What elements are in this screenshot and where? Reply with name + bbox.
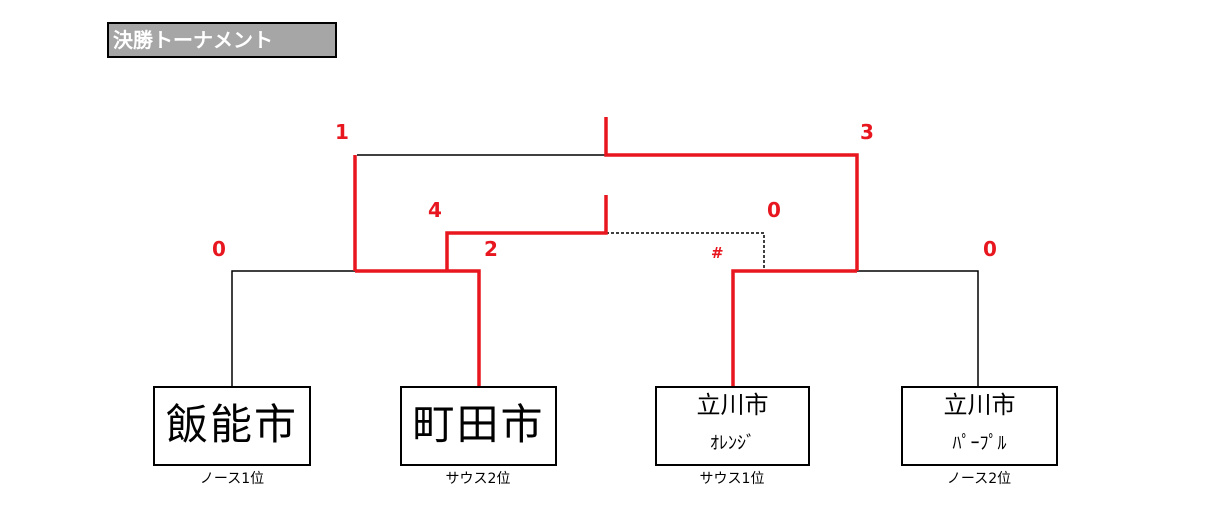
bracket-line-semi-left-inner xyxy=(445,195,608,271)
score-semi-left-top: 4 xyxy=(428,198,442,222)
team-box-hanno: 飯能市 xyxy=(153,386,311,466)
team-box-machida: 町田市 xyxy=(400,386,557,466)
bracket-line-hanno xyxy=(231,270,355,386)
team-box-tachikawa-orange: 立川市 ｵﾚﾝｼﾞ xyxy=(655,386,810,466)
team-name: 立川市 xyxy=(943,391,1016,419)
team-rank: サウス1位 xyxy=(699,471,765,487)
team-subname: ｵﾚﾝｼﾞ xyxy=(710,433,755,454)
score-final-left: 1 xyxy=(335,120,349,144)
team-name: 立川市 xyxy=(696,391,769,419)
score-semi-left-bottom: 2 xyxy=(484,237,498,261)
team-subname: ﾊﾟｰﾌﾟﾙ xyxy=(952,433,1007,454)
team-box-tachikawa-purple: 立川市 ﾊﾟｰﾌﾟﾙ xyxy=(901,386,1058,466)
team-rank: ノース1位 xyxy=(199,471,265,487)
bracket-line-machida xyxy=(355,269,481,386)
score-semi-right-top: 0 xyxy=(767,198,781,222)
bracket-line-purple xyxy=(857,270,979,386)
bracket-line-orange xyxy=(731,269,857,386)
score-semi-right-mark: # xyxy=(711,244,724,262)
score-first-right: 0 xyxy=(983,237,997,261)
team-rank: ノース2位 xyxy=(946,471,1012,487)
page-title: 決勝トーナメント xyxy=(107,22,337,58)
bracket-line-semi-right xyxy=(604,117,859,271)
team-name: 飯能市 xyxy=(165,400,298,449)
team-name: 町田市 xyxy=(412,400,545,449)
score-first-left: 0 xyxy=(212,237,226,261)
bracket-line-semi-right-dashed xyxy=(606,232,765,271)
team-rank: サウス2位 xyxy=(445,471,511,487)
score-final-right: 3 xyxy=(860,120,874,144)
